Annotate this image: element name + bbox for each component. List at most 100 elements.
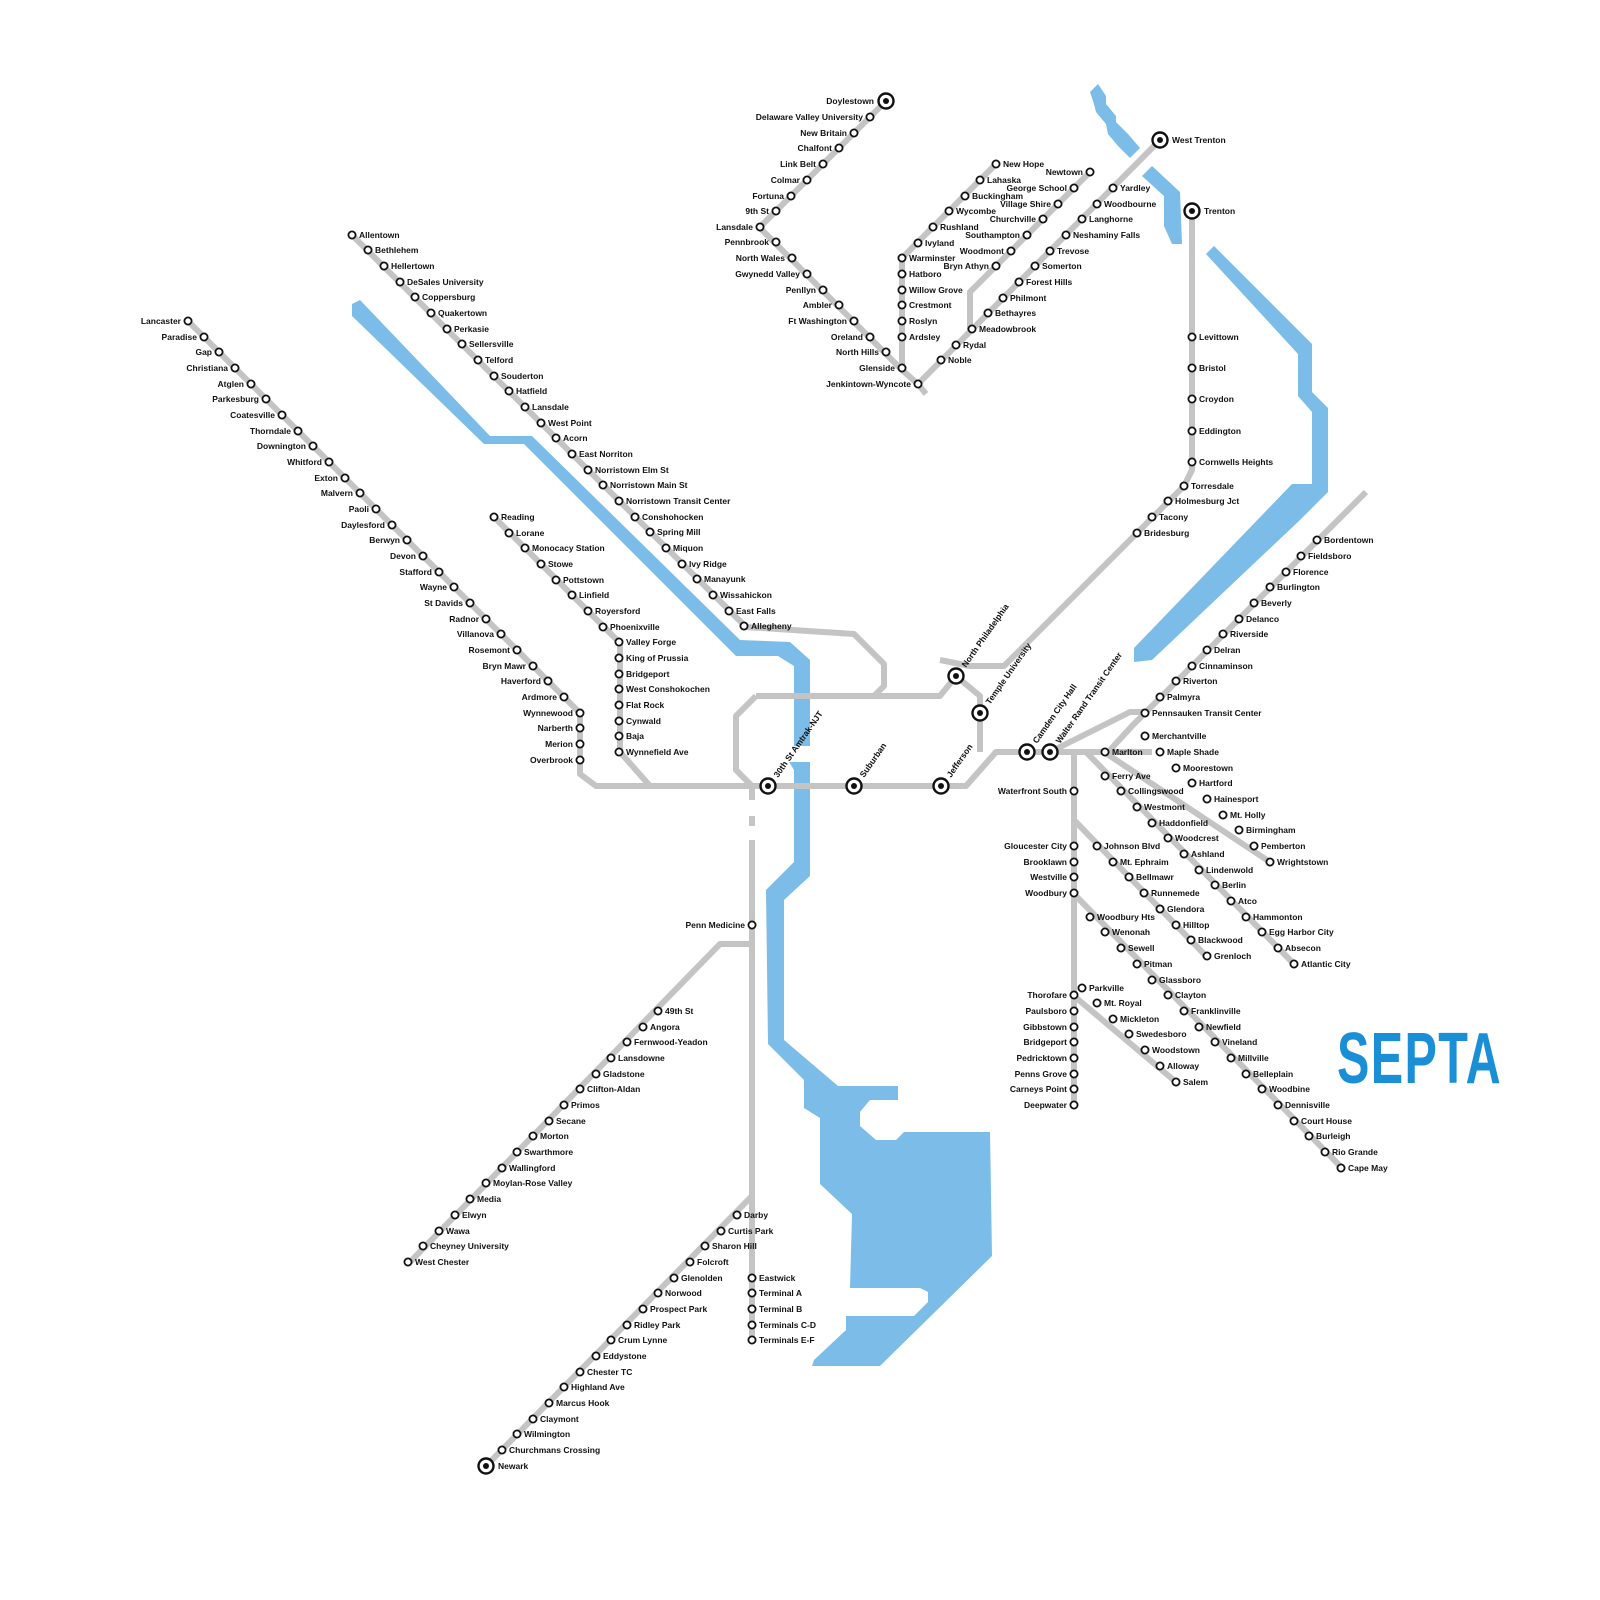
station-pennbrook[interactable]: Pennbrook — [725, 237, 781, 247]
station-westville[interactable]: Westville — [1030, 872, 1079, 882]
station-north-wales[interactable]: North Wales — [736, 253, 797, 263]
station-narberth[interactable]: Narberth — [538, 723, 585, 733]
station-alloway[interactable]: Alloway — [1155, 1061, 1199, 1071]
station-pedricktown[interactable]: Pedricktown — [1016, 1053, 1079, 1063]
station-coatesville[interactable]: Coatesville — [230, 410, 287, 420]
station-hellertown[interactable]: Hellertown — [379, 261, 434, 271]
station-pemberton[interactable]: Pemberton — [1249, 841, 1305, 851]
station-woodbine[interactable]: Woodbine — [1257, 1084, 1310, 1094]
station-terminals-ef[interactable]: Terminals E-F — [747, 1335, 815, 1345]
station-eddington[interactable]: Eddington — [1187, 426, 1241, 436]
station-penllyn[interactable]: Penllyn — [786, 285, 828, 295]
station-village-shire[interactable]: Village Shire — [1000, 199, 1063, 209]
station-prospect-park[interactable]: Prospect Park — [638, 1304, 707, 1314]
station-penns-grove[interactable]: Penns Grove — [1015, 1069, 1079, 1079]
station-doylestown[interactable]: Doylestown — [826, 92, 895, 110]
station-sharon-hill[interactable]: Sharon Hill — [700, 1241, 757, 1251]
station-bridesburg[interactable]: Bridesburg — [1132, 528, 1189, 538]
station-media[interactable]: Media — [465, 1194, 501, 1204]
station-sellersville[interactable]: Sellersville — [457, 339, 514, 349]
station-new-hope[interactable]: New Hope — [991, 159, 1044, 169]
station-philmont[interactable]: Philmont — [998, 293, 1047, 303]
station-brooklawn[interactable]: Brooklawn — [1024, 857, 1079, 867]
station-baja[interactable]: Baja — [614, 731, 644, 741]
station-folcroft[interactable]: Folcroft — [685, 1257, 729, 1267]
station-roslyn[interactable]: Roslyn — [897, 316, 937, 326]
station-wayne[interactable]: Wayne — [420, 582, 459, 592]
station-west-conshohocken[interactable]: West Conshokochen — [614, 684, 710, 694]
station-haddonfield[interactable]: Haddonfield — [1147, 818, 1208, 828]
station-merion[interactable]: Merion — [545, 739, 585, 749]
station-stowe[interactable]: Stowe — [536, 559, 573, 569]
station-cinnaminson[interactable]: Cinnaminson — [1187, 661, 1253, 671]
station-downington[interactable]: Downington — [257, 441, 318, 451]
station-delanco[interactable]: Delanco — [1234, 614, 1279, 624]
station-atco[interactable]: Atco — [1226, 896, 1257, 906]
station-belleplain[interactable]: Belleplain — [1241, 1069, 1293, 1079]
station-north-hills[interactable]: North Hills — [836, 347, 891, 357]
station-berwyn[interactable]: Berwyn — [369, 535, 412, 545]
station-gloucester-city[interactable]: Gloucester City — [1004, 841, 1079, 851]
station-manayunk[interactable]: Manayunk — [692, 574, 746, 584]
station-pottstown[interactable]: Pottstown — [551, 575, 604, 585]
station-bordentown[interactable]: Bordentown — [1312, 535, 1374, 545]
station-allegheny[interactable]: Allegheny — [739, 621, 792, 631]
station-wissahickon[interactable]: Wissahickon — [708, 590, 772, 600]
station-fernwood[interactable]: Fernwood-Yeadon — [622, 1037, 708, 1047]
station-ft-washington[interactable]: Ft Washington — [788, 316, 859, 326]
station-ardmore[interactable]: Ardmore — [522, 692, 569, 702]
station-woodmont[interactable]: Woodmont — [960, 246, 1016, 256]
station-franklinville[interactable]: Franklinville — [1179, 1006, 1241, 1016]
station-haverford[interactable]: Haverford — [501, 676, 553, 686]
station-swedesboro[interactable]: Swedesboro — [1124, 1029, 1187, 1039]
station-pennsauken[interactable]: Pennsauken Transit Center — [1140, 708, 1262, 718]
station-moylan[interactable]: Moylan-Rose Valley — [481, 1178, 573, 1188]
station-eastwick[interactable]: Eastwick — [747, 1273, 796, 1283]
station-woodcrest[interactable]: Woodcrest — [1163, 833, 1219, 843]
station-terminals-cd[interactable]: Terminals C-D — [747, 1320, 816, 1330]
station-holmesburg-jct[interactable]: Holmesburg Jct — [1163, 496, 1239, 506]
station-rosemont[interactable]: Rosemont — [468, 645, 522, 655]
station-terminal-b[interactable]: Terminal B — [747, 1304, 802, 1314]
station-trevose[interactable]: Trevose — [1045, 246, 1089, 256]
station-wycombe[interactable]: Wycombe — [944, 206, 996, 216]
station-chalfont[interactable]: Chalfont — [798, 143, 844, 153]
station-thorndale[interactable]: Thorndale — [250, 426, 303, 436]
station-primos[interactable]: Primos — [559, 1100, 600, 1110]
station-west-chester[interactable]: West Chester — [403, 1257, 470, 1267]
station-bryn-athyn[interactable]: Bryn Athyn — [944, 261, 1001, 271]
station-link-belt[interactable]: Link Belt — [780, 159, 828, 169]
station-perkasie[interactable]: Perkasie — [442, 324, 489, 334]
station-gladstone[interactable]: Gladstone — [591, 1069, 645, 1079]
station-glenolden[interactable]: Glenolden — [669, 1273, 723, 1283]
station-oreland[interactable]: Oreland — [831, 332, 875, 342]
station-bryn-mawr[interactable]: Bryn Mawr — [483, 661, 538, 671]
station-devon[interactable]: Devon — [390, 551, 428, 561]
station-birmingham[interactable]: Birmingham — [1234, 825, 1296, 835]
station-churchville[interactable]: Churchville — [990, 214, 1048, 224]
station-angora[interactable]: Angora — [638, 1022, 680, 1032]
station-hilltop[interactable]: Hilltop — [1171, 920, 1209, 930]
station-bellmawr[interactable]: Bellmawr — [1124, 872, 1174, 882]
station-eddystone[interactable]: Eddystone — [591, 1351, 647, 1361]
station-newark[interactable]: Newark — [477, 1457, 529, 1475]
station-bridgeport-pa[interactable]: Bridgeport — [614, 669, 670, 679]
station-bridgeport-nj[interactable]: Bridgeport — [1024, 1037, 1079, 1047]
station-ninth-st[interactable]: 9th St — [745, 206, 781, 216]
station-beverly[interactable]: Beverly — [1249, 598, 1292, 608]
station-terminal-a[interactable]: Terminal A — [747, 1288, 802, 1298]
station-palmyra[interactable]: Palmyra — [1155, 692, 1200, 702]
station-merchantville[interactable]: Merchantville — [1140, 731, 1207, 741]
station-radnor[interactable]: Radnor — [449, 614, 491, 624]
station-somerton[interactable]: Somerton — [1030, 261, 1082, 271]
station-runnemede[interactable]: Runnemede — [1139, 888, 1200, 898]
station-west-point[interactable]: West Point — [536, 418, 592, 428]
station-king-of-prussia[interactable]: King of Prussia — [614, 653, 689, 663]
station-chester-tc[interactable]: Chester TC — [575, 1367, 632, 1377]
station-lansdale-nor[interactable]: Lansdale — [520, 402, 569, 412]
station-rio-grande[interactable]: Rio Grande — [1320, 1147, 1378, 1157]
station-highland-ave[interactable]: Highland Ave — [559, 1382, 625, 1392]
station-north-philadelphia[interactable]: North Philadelphia — [947, 602, 1011, 685]
station-fieldsboro[interactable]: Fieldsboro — [1296, 551, 1351, 561]
station-sewell[interactable]: Sewell — [1116, 943, 1154, 953]
